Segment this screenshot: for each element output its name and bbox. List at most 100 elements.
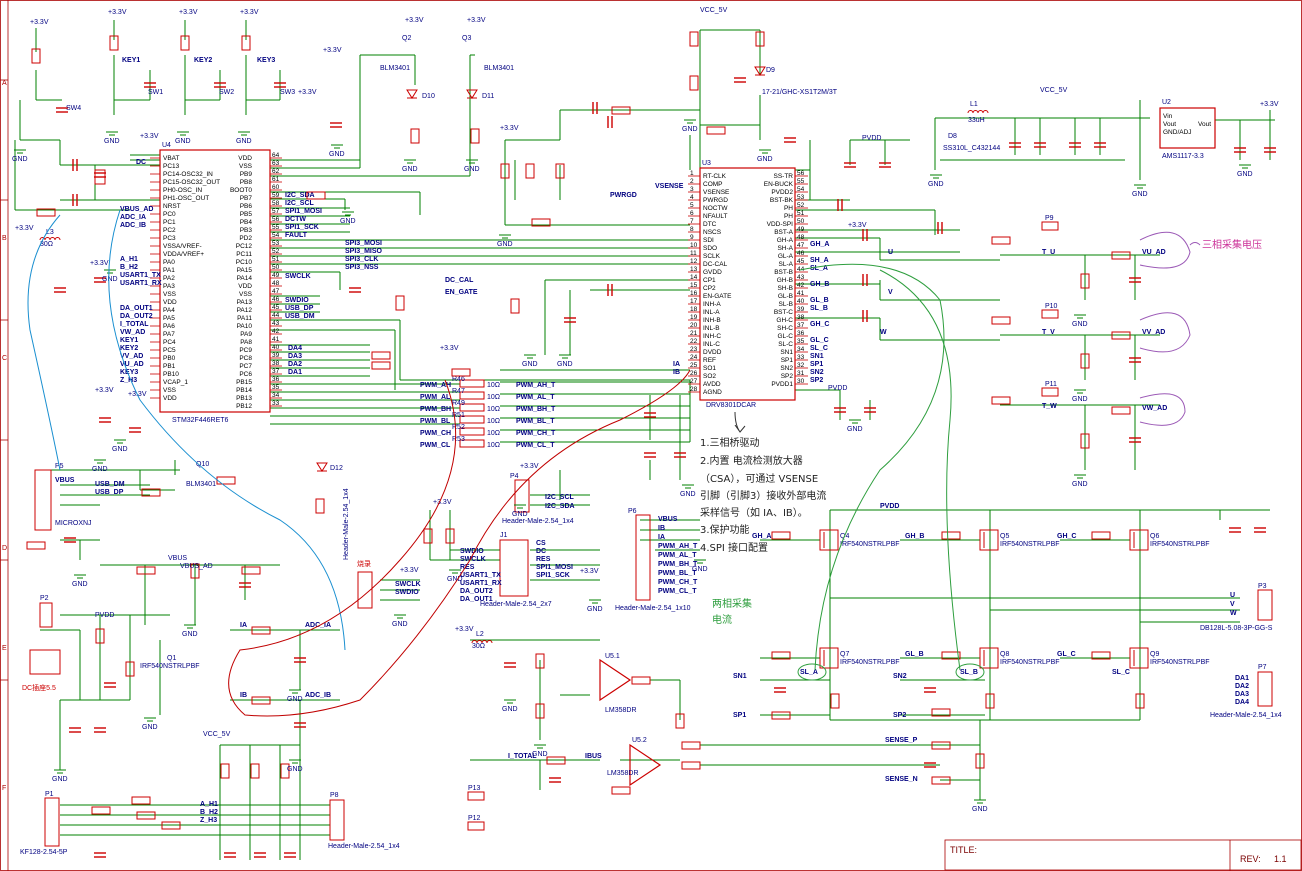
q1-part: IRF540NSTRLPBF — [140, 663, 200, 670]
driver-pin-num: 13 — [690, 266, 698, 273]
mcu-pin-left: VDD — [163, 299, 177, 306]
driver-pin-left: SDO — [703, 245, 717, 252]
wires — [14, 20, 1275, 860]
resistor — [136, 811, 156, 820]
net-usb-dm: USB_DM — [285, 313, 315, 320]
driver-pin-num: 11 — [690, 250, 697, 257]
mosfet-q8-part: IRF540NSTRLPBF — [1000, 659, 1060, 666]
driver-pin-left: CP2 — [703, 285, 716, 292]
pwm-res-val: 10Ω — [487, 430, 500, 437]
mcu-pin-right: PB12 — [236, 403, 252, 410]
resistor — [251, 696, 271, 705]
bridge-net: GL_C — [1057, 651, 1076, 658]
mcu-pin-left: PA4 — [163, 307, 175, 314]
resistor — [500, 163, 510, 179]
driver-pin-right: BST-A — [774, 229, 793, 236]
driver-pin-num: 37 — [797, 322, 805, 329]
driver-ref: U3 — [702, 160, 711, 167]
pwm-out-net: PWM_BL_T — [516, 418, 555, 425]
driver-pin-left: VSENSE — [703, 189, 730, 196]
pwm-net: PWM_AL — [420, 394, 451, 401]
driver-pin-num: 27 — [690, 378, 698, 385]
net-adc-ib: ADC_IB — [120, 222, 146, 229]
j1-right-net: DC — [536, 548, 546, 555]
net-usart1-tx: USART1_TX — [120, 272, 161, 279]
p11-body — [1041, 387, 1059, 397]
mcu-body — [159, 149, 271, 413]
bridge-net: SL_A — [800, 669, 818, 676]
pwm-resistor — [459, 415, 485, 424]
driver-pin-num: 30 — [797, 378, 805, 385]
driver-pin-num: 20 — [690, 322, 698, 329]
opamp-u51-part: LM358DR — [605, 707, 637, 714]
ground-label: GND — [928, 181, 944, 188]
mcu-pin-right: PA13 — [237, 299, 253, 306]
driver-pin-right: GL-B — [778, 293, 793, 300]
driver-pin-right: BST-B — [774, 269, 793, 276]
swd-header-body — [357, 571, 373, 609]
mcu-pin-num: 36 — [272, 376, 280, 383]
power-3v3: +3.3V — [108, 9, 127, 16]
resistor — [95, 628, 105, 644]
mcu-pin-right: PB4 — [240, 219, 253, 226]
j1-left-net: RES — [460, 564, 475, 571]
d9-part: 17-21/GHC-XS1T2M/3T — [762, 89, 838, 96]
sense-ib: IB — [240, 692, 247, 699]
mcu-pin-right: PA15 — [237, 267, 253, 274]
driver-pin-right: BST-BK — [770, 197, 794, 204]
inductor-coil — [49, 237, 56, 241]
p4-net-scl: I2C_SCL — [545, 494, 575, 501]
title-label: TITLE: — [950, 845, 977, 855]
pwm-out-net: PWM_AL_T — [516, 394, 555, 401]
annotation-note-6: 3.保护功能 — [700, 523, 750, 536]
resistor — [1111, 406, 1131, 415]
mcu-pin-left: VDDA/VREF+ — [163, 251, 204, 258]
net-i2c-sda: I2C_SDA — [285, 192, 315, 199]
annotation-marks — [27, 209, 1201, 717]
driver-pin-right: GH-A — [777, 237, 794, 244]
zone-letters: A B C D E F — [2, 80, 7, 792]
bridge-net: SN1 — [733, 673, 747, 680]
l2-val: 30Ω — [472, 643, 485, 650]
pwm-net: PWM_AH — [420, 382, 451, 389]
driver-pin-right: SS-TR — [774, 173, 794, 180]
driver-pin-num: 34 — [797, 346, 805, 353]
driver-pin-num: 38 — [797, 314, 805, 321]
p4-body — [514, 479, 530, 513]
p6-net: PWM_AH_T — [658, 543, 698, 550]
net-usb-dp: USB_DP — [285, 305, 314, 312]
net-fault: FAULT — [285, 232, 308, 239]
driver-pin-num: 2 — [690, 178, 694, 185]
net-sn1: SN1 — [810, 353, 824, 360]
resistor — [241, 566, 261, 575]
pwm-out-net: PWM_AH_T — [516, 382, 556, 389]
ground-label: GND — [1072, 396, 1088, 403]
driver-pin-left: INH-B — [703, 317, 721, 324]
annotation-note-2: 2.内置 电流检测放大器 — [700, 454, 803, 467]
annotation-phase-voltage: 三相采集电压 — [1202, 238, 1262, 251]
mcu-pin-num: 33 — [272, 400, 280, 407]
net-sn2: SN2 — [810, 369, 824, 376]
mcu-pin-right: BOOT0 — [230, 187, 252, 194]
driver-pin-num: 54 — [797, 186, 805, 193]
q3-ref: Q3 — [462, 35, 471, 42]
annotation-note-7: 4.SPI 接口配置 — [700, 541, 768, 554]
p9-ref: P9 — [1045, 215, 1054, 222]
mcu-pin-left: PA1 — [163, 267, 175, 274]
ground-label: GND — [497, 241, 513, 248]
burn-label: 烧录 — [357, 559, 371, 568]
mcu-u4: U4 STM32F446RET6 VBATPC13PC14-OSC32_INPC… — [150, 142, 282, 424]
driver-pin-left: REF — [703, 357, 716, 364]
mcu-pin-right: PB7 — [240, 195, 253, 202]
power-3v3: +3.3V — [179, 9, 198, 16]
net-swclk: SWCLK — [285, 273, 311, 280]
l3-val: 30Ω — [40, 241, 53, 248]
mcu-left-pins: VBATPC13PC14-OSC32_INPC15-OSC32_OUTPH0-O… — [150, 155, 220, 402]
power-3v3: +3.3V — [400, 567, 419, 574]
inductor-coil — [44, 237, 51, 241]
pwm-res-ref: R51 — [452, 412, 465, 419]
p4-net-sda: I2C_SDA — [545, 503, 575, 510]
mcu-part: STM32F446RET6 — [172, 417, 229, 424]
